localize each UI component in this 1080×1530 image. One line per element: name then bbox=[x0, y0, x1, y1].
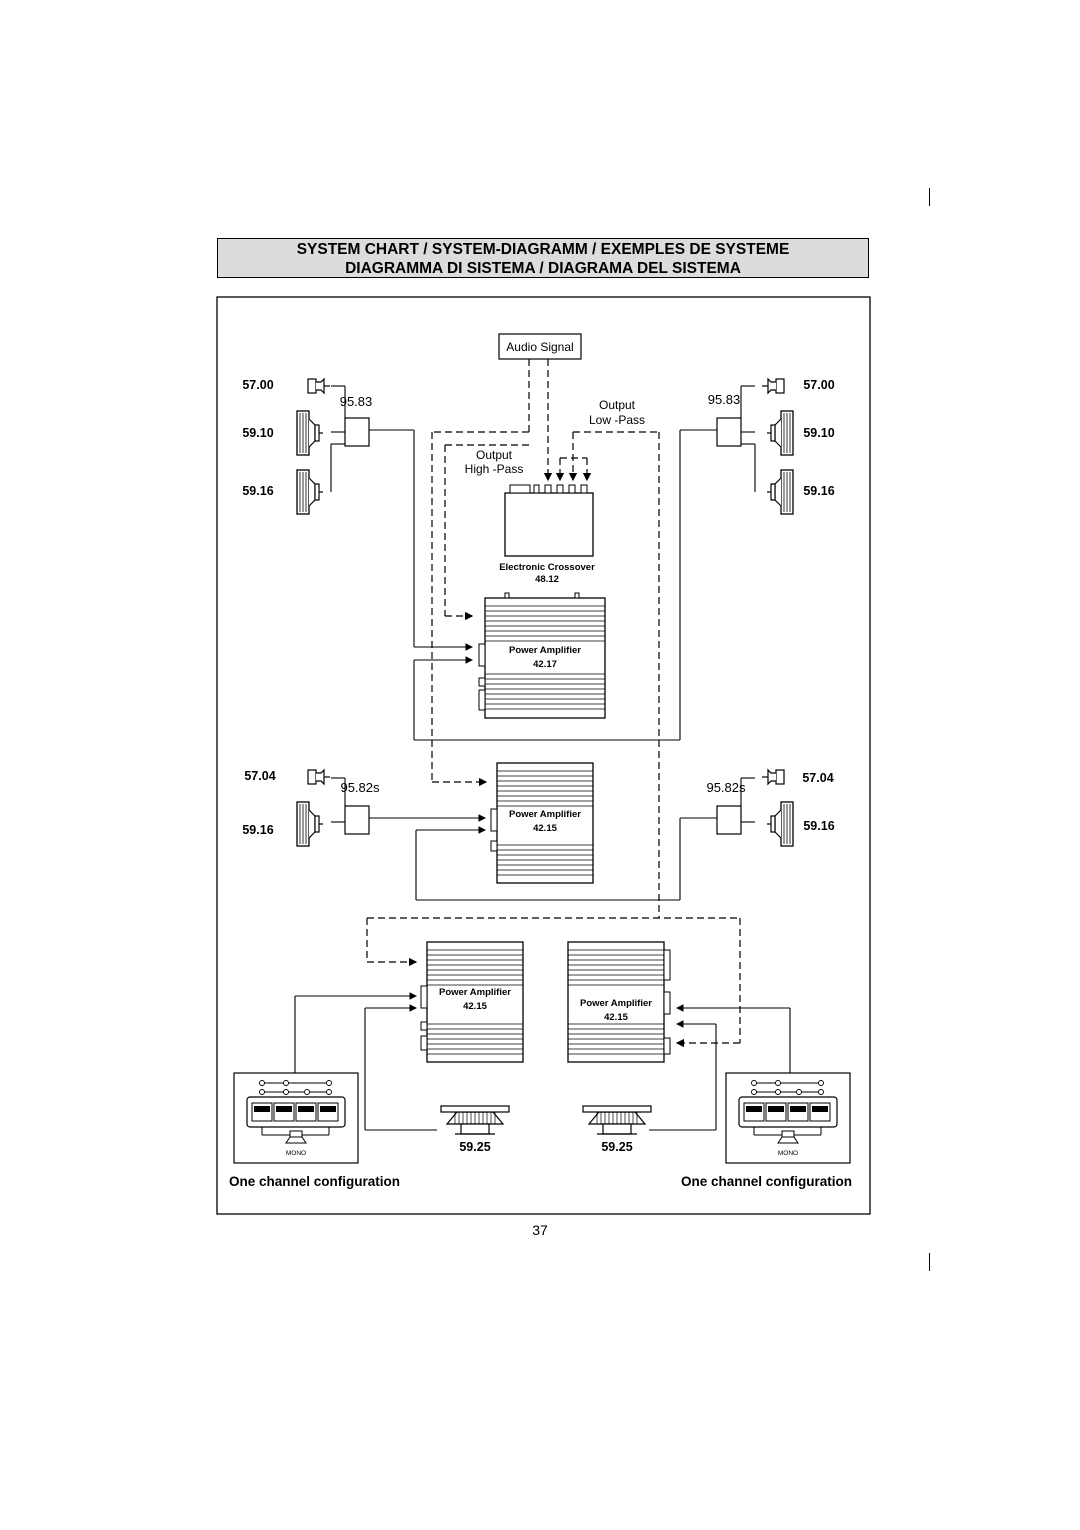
woofer-front-left bbox=[296, 469, 324, 515]
label-mid-front-left: 59.10 bbox=[242, 426, 273, 440]
passive-crossover-front-left bbox=[344, 417, 370, 447]
label-xover-rear-right: 95.82s bbox=[706, 780, 746, 795]
amp3-name: Power Amplifier bbox=[439, 987, 511, 998]
label-xover-front-left: 95.83 bbox=[340, 394, 373, 409]
passive-crossover-rear-left bbox=[344, 805, 370, 835]
tweeter-rear-left bbox=[307, 769, 331, 785]
power-amplifier-2 bbox=[490, 762, 594, 884]
passive-crossover-front-right bbox=[716, 417, 742, 447]
amp2-name: Power Amplifier bbox=[509, 809, 581, 820]
tweeter-front-right bbox=[761, 378, 785, 394]
caption-left: One channel configuration bbox=[229, 1174, 400, 1189]
title-line-2: DIAGRAMMA DI SISTEMA / DIAGRAMA DEL SIST… bbox=[345, 260, 741, 277]
electronic-crossover bbox=[504, 484, 594, 557]
power-amplifier-3 bbox=[420, 941, 524, 1063]
midrange-front-right bbox=[766, 410, 794, 456]
amp1-name: Power Amplifier bbox=[509, 645, 581, 656]
label-xover-rear-left: 95.82s bbox=[340, 780, 380, 795]
label-tweeter-front-right: 57.00 bbox=[803, 378, 834, 392]
audio-signal-box bbox=[498, 333, 582, 360]
label-mono-left: MONO bbox=[286, 1150, 306, 1157]
woofer-front-right bbox=[766, 469, 794, 515]
midrange-front-left bbox=[296, 410, 324, 456]
label-tweeter-rear-left: 57.04 bbox=[244, 769, 275, 783]
output-high-label-2: High -Pass bbox=[465, 462, 524, 476]
subwoofer-right bbox=[582, 1105, 652, 1135]
label-subwoofer-left: 59.25 bbox=[459, 1140, 490, 1154]
label-woofer-front-right: 59.16 bbox=[803, 484, 834, 498]
passive-crossover-rear-right bbox=[716, 805, 742, 835]
audio-signal-label: Audio Signal bbox=[506, 340, 573, 354]
tweeter-rear-right bbox=[761, 769, 785, 785]
amp1-model: 42.17 bbox=[533, 659, 557, 670]
label-woofer-front-left: 59.16 bbox=[242, 484, 273, 498]
subwoofer-left bbox=[440, 1105, 510, 1135]
crossover-model: 48.12 bbox=[535, 574, 559, 585]
crossover-name: Electronic Crossover bbox=[499, 562, 595, 573]
margin-mark-top bbox=[929, 188, 930, 206]
title-line-1: SYSTEM CHART / SYSTEM-DIAGRAMM / EXEMPLE… bbox=[296, 241, 790, 258]
amp4-model: 42.15 bbox=[604, 1012, 628, 1023]
label-xover-front-right: 95.83 bbox=[708, 392, 741, 407]
label-mono-right: MONO bbox=[778, 1150, 798, 1157]
diagram-frame bbox=[216, 296, 871, 1215]
woofer-rear-left bbox=[296, 801, 324, 847]
signal-lines bbox=[366, 359, 741, 1048]
amp4-name: Power Amplifier bbox=[580, 998, 652, 1009]
speaker-wiring bbox=[294, 385, 791, 1131]
woofer-rear-right bbox=[766, 801, 794, 847]
page-number: 37 bbox=[532, 1222, 548, 1238]
label-woofer-rear-right: 59.16 bbox=[803, 819, 834, 833]
label-mid-front-right: 59.10 bbox=[803, 426, 834, 440]
margin-mark-bottom bbox=[929, 1253, 930, 1271]
tweeter-front-left bbox=[307, 378, 331, 394]
label-tweeter-front-left: 57.00 bbox=[242, 378, 273, 392]
amp2-model: 42.15 bbox=[533, 823, 557, 834]
label-tweeter-rear-right: 57.04 bbox=[802, 771, 833, 785]
label-subwoofer-right: 59.25 bbox=[601, 1140, 632, 1154]
output-high-label-1: Output bbox=[476, 448, 513, 462]
output-low-label-2: Low -Pass bbox=[589, 413, 645, 427]
amp3-model: 42.15 bbox=[463, 1001, 487, 1012]
page-title: SYSTEM CHART / SYSTEM-DIAGRAMM / EXEMPLE… bbox=[217, 238, 869, 278]
caption-right: One channel configuration bbox=[681, 1174, 852, 1189]
power-amplifier-4 bbox=[567, 941, 671, 1063]
power-amplifier-1 bbox=[478, 592, 606, 719]
label-woofer-rear-left: 59.16 bbox=[242, 823, 273, 837]
output-low-label-1: Output bbox=[599, 398, 636, 412]
